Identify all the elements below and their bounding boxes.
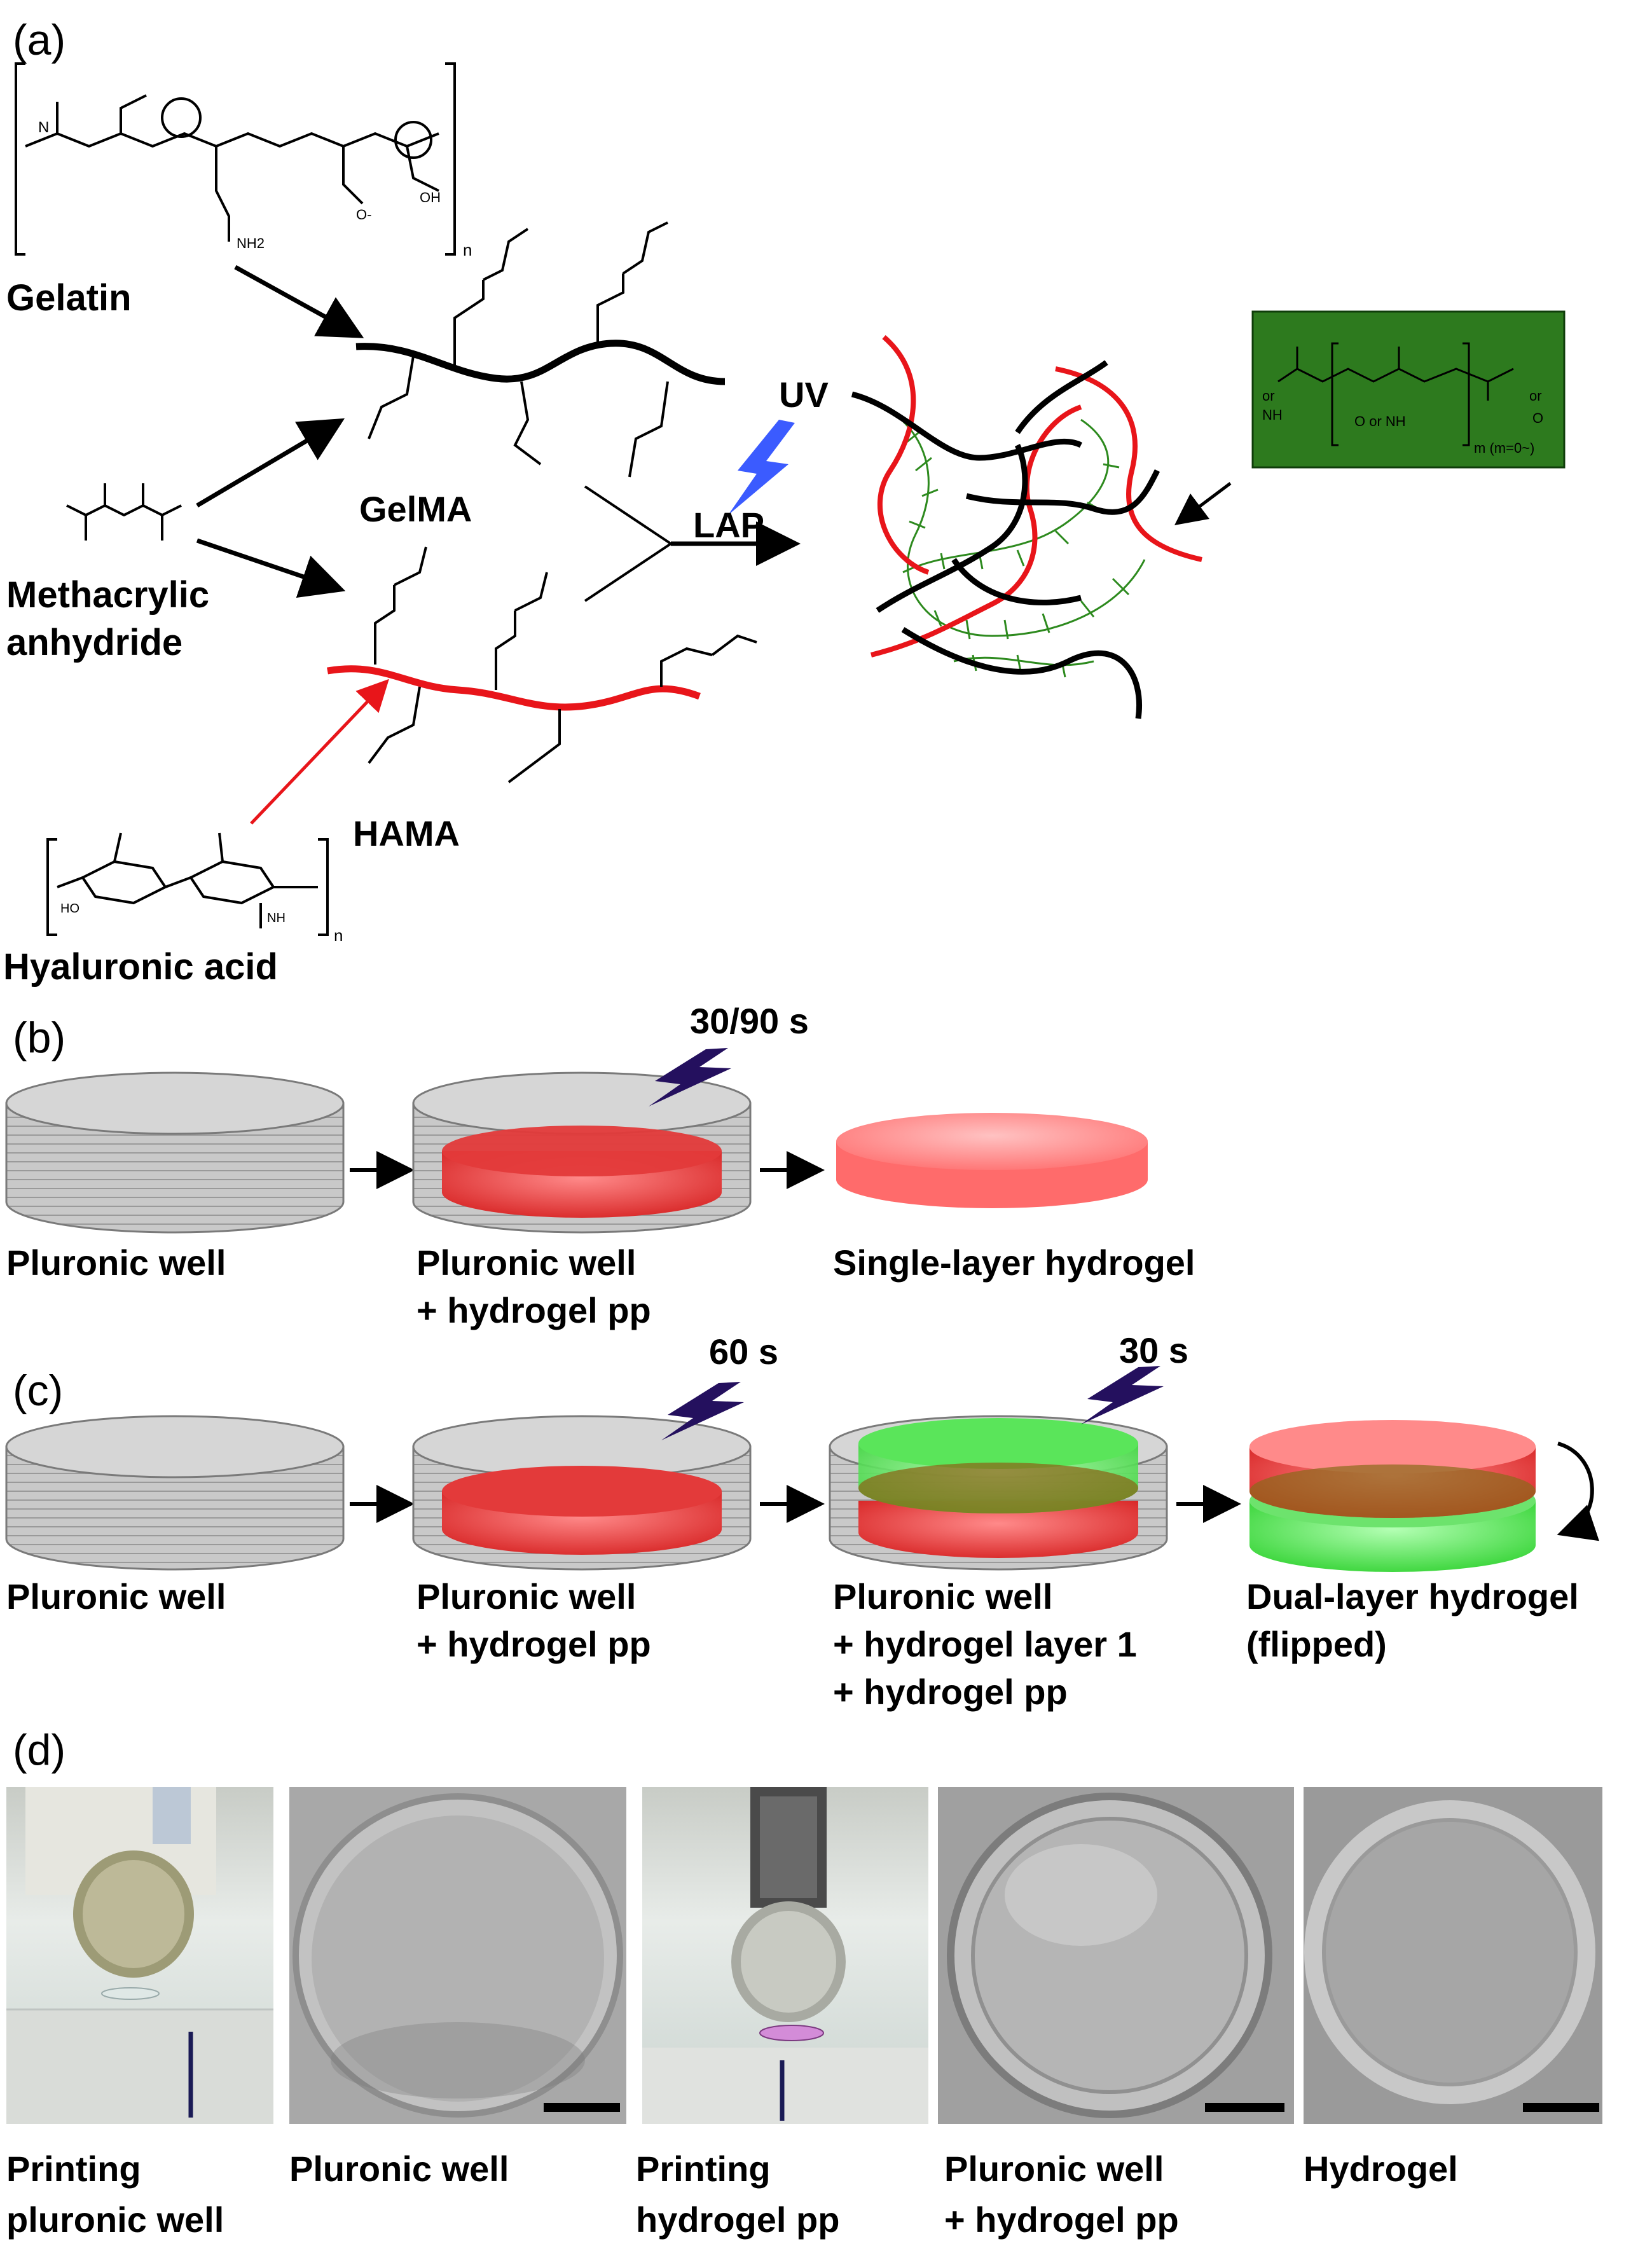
b-well-1 (5, 1071, 345, 1234)
arrow-anhydride-gelma (196, 418, 345, 508)
label-methacrylic-1: Methacrylic (6, 574, 209, 616)
b-well-2 (412, 1071, 752, 1234)
gelatin-n: n (463, 240, 472, 259)
c-label-2a: Pluronic well (416, 1576, 636, 1616)
d-caption-1a: Printing (6, 2149, 141, 2189)
c-label-3a: Pluronic well (833, 1576, 1052, 1616)
scale-bar-2 (1205, 2103, 1284, 2112)
hyaluronic-acid-structure (46, 832, 329, 936)
c-label-4a: Dual-layer hydrogel (1246, 1576, 1579, 1616)
b-time: 30/90 s (690, 1001, 809, 1041)
label-uv: UV (779, 375, 829, 415)
hyaluronic-n: n (334, 926, 343, 945)
chem-atom-ho: HO (60, 902, 79, 916)
crosslinker-m: m (m=0~) (1474, 440, 1534, 456)
reaction-merge-lines (584, 485, 672, 602)
c-well-1 (5, 1415, 345, 1571)
d-caption-4b: + hydrogel pp (944, 2200, 1179, 2240)
crosslinker-or-1: or (1262, 388, 1275, 404)
b-bolt (649, 1048, 731, 1106)
c-flip-arrow (1557, 1442, 1600, 1541)
c-well-2 (412, 1415, 752, 1571)
d-caption-5: Hydrogel (1304, 2149, 1458, 2189)
arrow-box-to-network (1174, 482, 1232, 525)
chem-atom-oh: OH (420, 189, 441, 205)
label-lap: LAP (693, 505, 764, 545)
c-time-2: 30 s (1119, 1330, 1188, 1370)
panel-letter-a: (a) (13, 16, 65, 64)
c-label-3c: + hydrogel pp (833, 1672, 1068, 1712)
d-caption-2: Pluronic well (289, 2149, 509, 2189)
gelma-structure (355, 221, 726, 478)
arrow-gelatin-gelma (234, 265, 364, 338)
c-label-2b: + hydrogel pp (416, 1624, 651, 1664)
c-dual-layer-gel (1249, 1420, 1536, 1572)
b-single-layer-gel (836, 1113, 1148, 1208)
label-methacrylic-2: anhydride (6, 622, 182, 663)
scale-bar-1 (544, 2103, 620, 2112)
c-label-3b: + hydrogel layer 1 (833, 1624, 1137, 1664)
crosslinker-or-2: or (1529, 388, 1542, 404)
gelatin-structure (15, 62, 456, 256)
chem-atom-nh-ha: NH (267, 911, 286, 925)
b-label-3: Single-layer hydrogel (833, 1243, 1195, 1283)
panel-letter-d: (d) (13, 1726, 65, 1774)
arrow-ha-hama (250, 679, 389, 825)
scale-bar-3 (1523, 2103, 1599, 2112)
photo-hydrogel (1304, 1787, 1602, 2124)
crosslinker-nh: NH (1262, 407, 1283, 423)
methacrylic-anhydride-structure (66, 483, 182, 541)
arrow-anhydride-hama (196, 538, 346, 598)
c-well-3 (829, 1415, 1168, 1571)
photo-printing-hydrogel-pp (642, 1787, 928, 2124)
c-time-1: 60 s (709, 1332, 778, 1372)
b-label-2b: + hydrogel pp (416, 1290, 651, 1330)
label-hyaluronic: Hyaluronic acid (3, 946, 278, 988)
crosslinker-o: O (1532, 410, 1543, 426)
uv-bolt (728, 420, 795, 515)
c-bolt-2 (1081, 1366, 1164, 1424)
c-label-1: Pluronic well (6, 1576, 226, 1616)
c-bolt-1 (661, 1382, 744, 1440)
crosslinker-o-or-nh: O or NH (1354, 413, 1406, 429)
hama-structure (327, 546, 757, 783)
chem-atom-o-minus: O- (356, 207, 371, 223)
label-hama: HAMA (353, 813, 460, 853)
photo-pluronic-well (289, 1787, 626, 2124)
chem-atom-nh2: NH2 (237, 235, 265, 251)
d-caption-3a: Printing (636, 2149, 771, 2189)
photo-printing-pluronic-well (6, 1787, 273, 2124)
c-label-4b: (flipped) (1246, 1624, 1387, 1664)
b-label-2a: Pluronic well (416, 1243, 636, 1283)
d-caption-3b: hydrogel pp (636, 2200, 839, 2240)
panel-letter-b: (b) (13, 1014, 65, 1062)
label-gelma: GelMA (359, 489, 472, 529)
chem-atom-n: N (38, 119, 49, 136)
photo-pluronic-well-hydrogel-pp (938, 1787, 1294, 2124)
crosslinker-box: or NH O or NH m (m=0~) or O (1251, 310, 1566, 469)
label-gelatin: Gelatin (6, 277, 132, 319)
d-caption-1b: pluronic well (6, 2200, 224, 2240)
panel-letter-c: (c) (13, 1367, 63, 1415)
b-label-1: Pluronic well (6, 1243, 226, 1283)
crosslinked-network (851, 334, 1202, 719)
d-caption-4a: Pluronic well (944, 2149, 1164, 2189)
